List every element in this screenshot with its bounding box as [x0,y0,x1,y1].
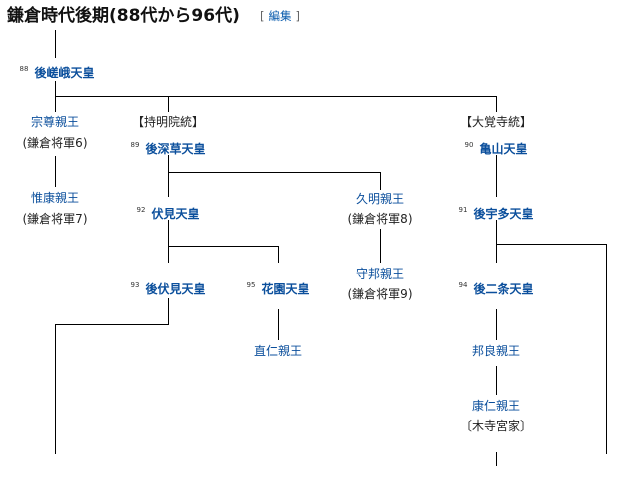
edit-link[interactable]: 編集 [268,9,292,23]
kameyama-number: 90 [464,141,474,149]
node-koreyasu[interactable]: 惟康親王 (鎌倉将軍7) [23,190,88,227]
node-naohito[interactable]: 直仁親王 [253,344,303,358]
koreyasu-name: 惟康親王 [30,191,79,205]
node-morikuni[interactable]: 守邦親王 (鎌倉将軍9) [348,266,413,302]
gofukakusa-name: 後深草天皇 [145,142,206,156]
node-gonijo[interactable]: 94 後二条天皇 [459,277,534,297]
page-title: 鎌倉時代後期(88代から96代) [7,6,240,26]
line-to-kameyama [496,96,497,112]
line-kameyama-gouda [496,155,497,197]
gofushimi-name: 後伏見天皇 [145,282,206,296]
line-gofukakusa-children [168,172,380,173]
yasuhito-name: 康仁親王 [471,399,521,413]
hisaaki-name: 久明親王 [355,192,404,206]
node-kameyama[interactable]: 90 亀山天皇 [465,137,528,157]
morikuni-name: 守邦親王 [355,267,404,281]
node-hisaaki[interactable]: 久明親王 (鎌倉将軍8) [348,191,413,227]
line-gosaga-down [55,81,56,96]
gosaga-number: 88 [19,65,29,73]
line-gouda-gonijo [496,220,497,263]
faction-daikakuji: 【大覚寺統】 [459,115,533,129]
line-fushimi-children [168,246,278,247]
edit-section: [編集] [260,6,300,26]
line-to-hisaaki [380,172,381,190]
line-gonijo-kuniyoshi [496,309,497,340]
line-top-to-gosaga [55,30,56,58]
koreyasu-note: (鎌倉将軍7) [22,212,88,226]
line-to-gofukakusa [168,96,169,112]
line-to-hanazono [278,246,279,263]
line-hisaaki-morikuni [380,229,381,263]
morikuni-note: (鎌倉将軍9) [347,287,413,301]
line-to-munetaka [55,96,56,112]
node-gofukakusa[interactable]: 89 後深草天皇 [131,137,206,157]
yasuhito-note: 〔木寺宮家〕 [459,419,533,433]
hanazono-number: 95 [246,281,256,289]
line-hanazono-naohito [278,309,279,340]
edit-open-bracket: [ [260,9,265,23]
gonijo-number: 94 [458,281,468,289]
line-to-gofushimi [168,246,169,263]
node-fushimi[interactable]: 92 伏見天皇 [137,202,200,222]
line-yasuhito-down [496,452,497,466]
node-kuniyoshi[interactable]: 邦良親王 [471,344,521,358]
gouda-number: 91 [458,206,468,214]
line-kuniyoshi-yasuhito [496,366,497,395]
node-gosaga[interactable]: 88 後嵯峨天皇 [20,61,95,81]
gouda-name: 後宇多天皇 [473,207,534,221]
kameyama-name: 亀山天皇 [479,142,528,156]
line-gofushimi-left [55,324,169,325]
node-gouda[interactable]: 91 後宇多天皇 [459,202,534,222]
gosaga-name: 後嵯峨天皇 [34,66,95,80]
node-hanazono[interactable]: 95 花園天皇 [247,277,310,297]
line-gosaga-children [55,96,496,97]
gonijo-name: 後二条天皇 [473,282,534,296]
hanazono-name: 花園天皇 [261,282,310,296]
fushimi-number: 92 [136,206,146,214]
edit-close-bracket: ] [295,9,301,23]
gofukakusa-number: 89 [130,141,140,149]
node-munetaka[interactable]: 宗尊親王 (鎌倉将軍6) [23,114,88,151]
line-gouda-right [496,244,606,245]
fushimi-name: 伏見天皇 [151,207,200,221]
hisaaki-note: (鎌倉将軍8) [347,212,413,226]
node-yasuhito[interactable]: 康仁親王 〔木寺宮家〕 [460,398,532,434]
line-left-down [55,324,56,454]
line-gofukakusa-down [168,155,169,197]
line-munetaka-koreyasu [55,156,56,187]
faction-jimyoin: 【持明院統】 [131,115,205,129]
line-right-down [606,244,607,454]
munetaka-note: (鎌倉将軍6) [22,136,88,150]
munetaka-name: 宗尊親王 [30,115,79,129]
gofushimi-number: 93 [130,281,140,289]
node-gofushimi[interactable]: 93 後伏見天皇 [131,277,206,297]
line-gofushimi-down [168,298,169,324]
line-fushimi-down [168,220,169,246]
